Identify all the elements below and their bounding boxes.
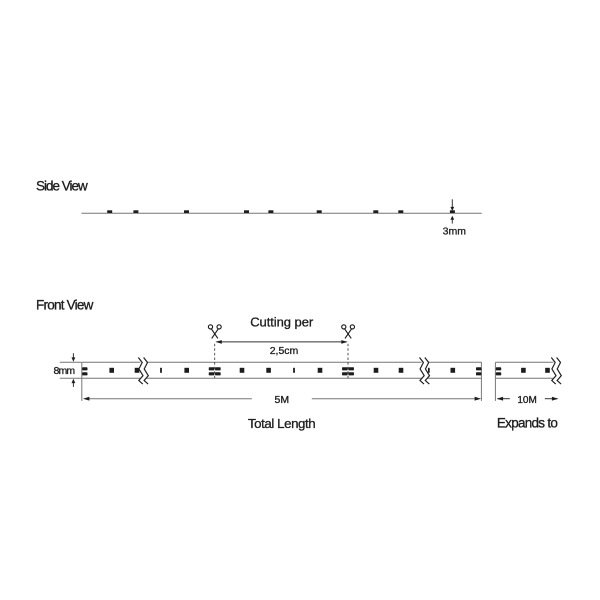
svg-text:Expands to: Expands to — [497, 415, 558, 430]
svg-text:Cutting per: Cutting per — [250, 314, 314, 329]
svg-text:8mm: 8mm — [54, 365, 76, 377]
svg-text:Side View: Side View — [36, 178, 88, 193]
svg-text:3mm: 3mm — [443, 225, 467, 237]
svg-text:5M: 5M — [275, 394, 290, 406]
svg-text:Front View: Front View — [36, 298, 94, 313]
svg-text:2,5cm: 2,5cm — [270, 345, 299, 357]
svg-text:Total Length: Total Length — [248, 416, 316, 431]
svg-text:10M: 10M — [517, 395, 536, 406]
